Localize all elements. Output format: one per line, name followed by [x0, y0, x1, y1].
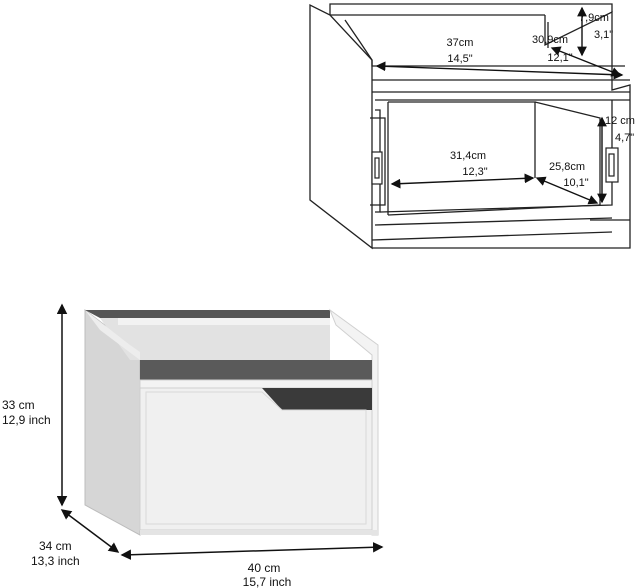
drawer-width-arrow — [390, 173, 535, 189]
drawer-handle-right — [605, 147, 619, 183]
shelf-front-edge — [139, 379, 373, 389]
top-board — [85, 310, 330, 318]
shelf-depth-arrow — [550, 46, 622, 77]
width-in-label: 15,7 inch — [243, 575, 292, 588]
depth-arrow — [60, 509, 120, 553]
top-height-in: 3,1" — [594, 29, 613, 41]
drawer-cutout — [262, 388, 372, 410]
nightstand-render — [84, 308, 379, 536]
top-height-cm: 7,9cm — [579, 12, 609, 24]
drawer-width-in: 12,3" — [462, 166, 487, 178]
top-back-edge — [329, 3, 613, 15]
height-cm-label: 33 cm — [2, 398, 35, 412]
back-panel — [100, 318, 330, 360]
shelf-top-edge — [371, 60, 625, 67]
drawer-height-in: 4,7" — [615, 132, 634, 144]
base-inner — [374, 217, 613, 226]
left-side-panel — [309, 3, 373, 250]
drawer-depth-in: 10,1" — [563, 177, 588, 189]
base-edge — [140, 530, 378, 535]
top-slope — [344, 19, 373, 61]
left-runner — [370, 117, 386, 206]
drawer-depth-cm: 25,8cm — [549, 161, 585, 173]
drawer-right-top — [534, 101, 601, 205]
drawer-width-cm: 31,4cm — [450, 150, 486, 162]
bottom-inner-edge — [371, 231, 613, 241]
bottom-front-edge — [372, 230, 631, 249]
shelf-depth-in: 12,1" — [547, 52, 572, 64]
back-top-lip — [118, 318, 330, 325]
shelf-width-arrow — [375, 61, 624, 80]
width-cm-label: 40 cm — [248, 561, 281, 575]
left-slope — [85, 310, 140, 360]
depth-cm-label: 34 cm — [39, 539, 72, 553]
shelf-depth-cm: 30,9cm — [532, 34, 568, 46]
height-in-label: 12,9 inch — [2, 413, 51, 427]
depth-in-label: 13,3 inch — [31, 554, 80, 568]
drawer-border — [145, 391, 367, 525]
drawer-height-cm: 12 cm — [605, 115, 635, 127]
drawer-depth-arrow — [535, 176, 599, 205]
drawer-front-bottom — [379, 100, 613, 213]
width-arrow — [120, 542, 384, 560]
shelf-floor — [140, 360, 372, 380]
drawer-handle-left — [371, 151, 383, 185]
shelf-width-in: 14,5" — [447, 53, 472, 65]
shelf-width-cm: 37cm — [447, 37, 474, 49]
